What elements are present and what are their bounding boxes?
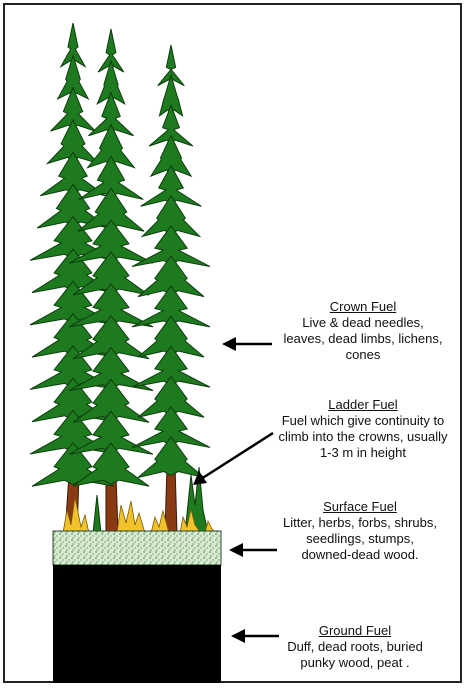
ladder-fuel-description: Fuel which give continuity to climb into… xyxy=(267,413,459,461)
ladder-fuel-label: Ladder Fuel Fuel which give continuity t… xyxy=(267,397,459,461)
ground-fuel-description: Duff, dead roots, buried punky wood, pea… xyxy=(271,639,439,671)
surface-fuel-description: Litter, herbs, forbs, shrubs, seedlings,… xyxy=(267,515,453,563)
crown-fuel-arrow xyxy=(222,337,274,351)
crown-fuel-title: Crown Fuel xyxy=(273,299,453,315)
ground-duff-layer xyxy=(53,565,221,683)
surface-litter-layer xyxy=(53,531,221,565)
crown-fuel-label: Crown Fuel Live & dead needles, leaves, … xyxy=(273,299,453,363)
ladder-fuel-arrow xyxy=(191,429,275,487)
ground-fuel-label: Ground Fuel Duff, dead roots, buried pun… xyxy=(271,623,439,671)
ground-fuel-title: Ground Fuel xyxy=(271,623,439,639)
surface-fuel-label: Surface Fuel Litter, herbs, forbs, shrub… xyxy=(267,499,453,563)
crown-fuel-description: Live & dead needles, leaves, dead limbs,… xyxy=(273,315,453,363)
diagram-frame: Crown Fuel Live & dead needles, leaves, … xyxy=(3,3,462,683)
tree-crowns xyxy=(30,23,210,486)
ladder-fuel-title: Ladder Fuel xyxy=(267,397,459,413)
surface-fuel-title: Surface Fuel xyxy=(267,499,453,515)
